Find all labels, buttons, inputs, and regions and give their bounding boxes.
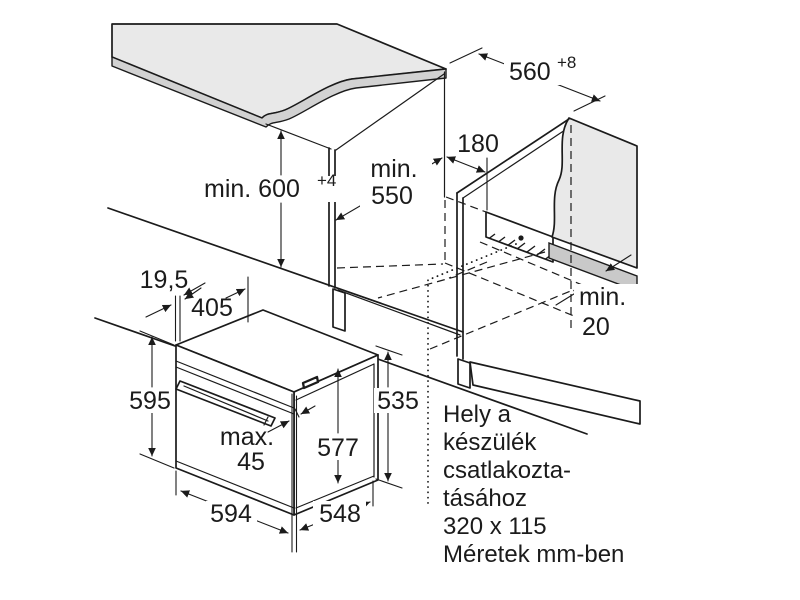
dim-oven-width-label: 594 bbox=[210, 500, 252, 528]
rear-wall bbox=[548, 117, 638, 293]
dim-door-offset: 19,5 bbox=[140, 266, 206, 342]
dim-inner-height-label: 577 bbox=[317, 434, 359, 462]
dim-oven-depth: 548 bbox=[299, 480, 374, 531]
dim-handle-depth-label-2: 45 bbox=[237, 448, 265, 476]
connection-pointer-dotted-line bbox=[427, 243, 517, 508]
dim-niche-height-tolerance: +4 bbox=[317, 171, 336, 190]
floor-lines bbox=[94, 317, 641, 435]
dim-door-offset-label: 19,5 bbox=[140, 266, 189, 294]
shelf-thickness-line bbox=[337, 289, 461, 336]
dim-niche-depth: min. 550 bbox=[335, 155, 443, 221]
dim-connection-offset-label: 180 bbox=[457, 130, 499, 158]
dim-front-depth: 405 bbox=[184, 276, 249, 323]
dim-handle-depth-label-1: max. bbox=[220, 423, 274, 451]
right-panel-foot bbox=[457, 358, 471, 389]
door-handle bbox=[175, 380, 276, 427]
countertop bbox=[111, 23, 447, 128]
dim-niche-height: min. 600 +4 bbox=[200, 130, 342, 268]
dim-niche-depth-label-1: min. bbox=[370, 155, 417, 183]
dim-connection-offset: 180 bbox=[446, 130, 505, 211]
connection-point-dot bbox=[518, 235, 524, 241]
dim-rear-clearance: min. 20 bbox=[555, 254, 638, 342]
note-line-1: Hely a bbox=[443, 401, 512, 428]
countertop-edge bbox=[111, 56, 447, 128]
note-line-4: tásához bbox=[443, 485, 527, 512]
note-line-2: készülék bbox=[443, 429, 537, 456]
dim-handle-depth: max. 45 bbox=[220, 405, 316, 476]
dim-niche-depth-label-2: 550 bbox=[371, 182, 413, 210]
dim-body-height: 535 bbox=[374, 345, 424, 489]
dim-niche-height-label: min. 600 bbox=[204, 175, 300, 203]
dim-front-depth-label: 405 bbox=[191, 294, 233, 322]
dim-niche-width-tolerance: +8 bbox=[557, 53, 576, 72]
connection-note: Hely a készülék csatlakozta- tásához 320… bbox=[443, 401, 624, 568]
dim-oven-width: 594 bbox=[175, 470, 289, 534]
dim-niche-width: 560 +8 bbox=[449, 47, 606, 112]
dim-oven-depth-label: 548 bbox=[319, 500, 361, 528]
dim-rear-clearance-label-1: min. bbox=[579, 283, 626, 311]
dim-rear-clearance-label-2: 20 bbox=[582, 313, 610, 341]
dim-oven-height-label: 595 bbox=[129, 387, 171, 415]
countertop-surface bbox=[111, 23, 447, 119]
shelf-front-edge bbox=[107, 207, 464, 333]
note-line-3: csatlakozta- bbox=[443, 457, 571, 484]
note-line-5: 320 x 115 bbox=[443, 513, 547, 540]
connection-area bbox=[485, 211, 554, 263]
dim-oven-height: 595 bbox=[126, 330, 175, 469]
floor-strip bbox=[469, 361, 641, 425]
side-grip-slot bbox=[301, 375, 320, 390]
dim-niche-width-label: 560 bbox=[509, 58, 551, 86]
dim-inner-height: 577 bbox=[313, 368, 363, 484]
control-panel-line bbox=[175, 360, 295, 409]
dim-body-height-label: 535 bbox=[377, 387, 419, 415]
cabinet-niche bbox=[107, 71, 638, 389]
left-side-panel bbox=[265, 73, 445, 332]
left-panel-foot bbox=[332, 288, 346, 332]
note-line-6: Méretek mm-ben bbox=[443, 541, 624, 568]
